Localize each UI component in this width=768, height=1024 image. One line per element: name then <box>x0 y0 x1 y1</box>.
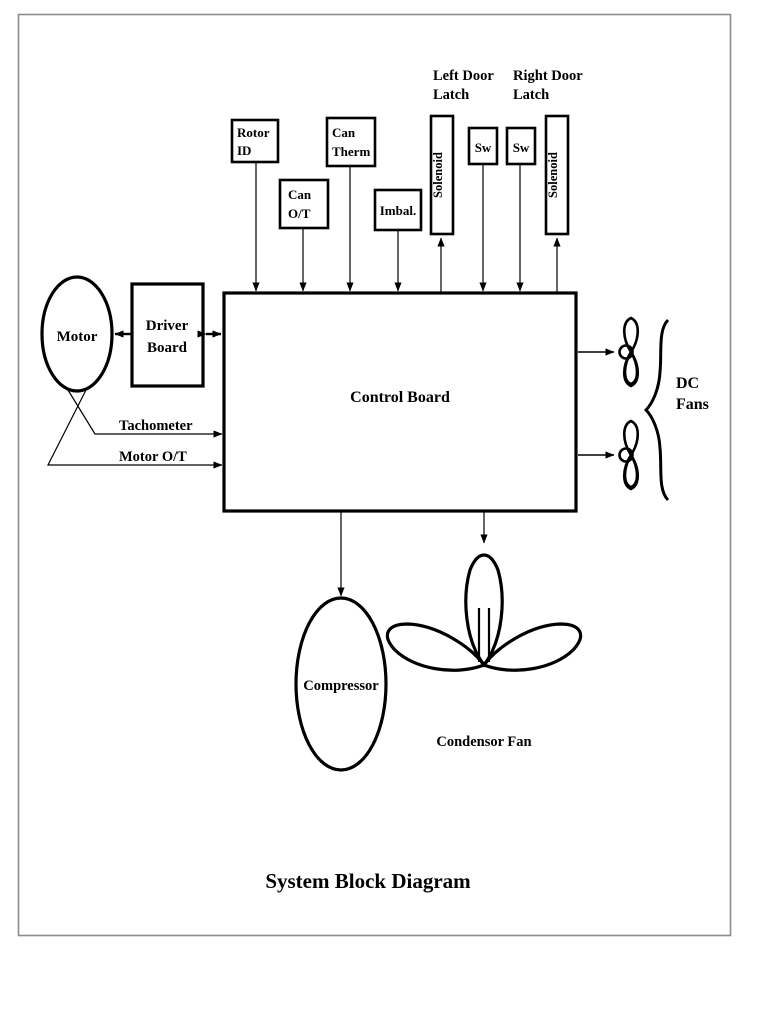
condensor-fan-label: Condensor Fan <box>436 734 531 750</box>
sensor-box-right-solenoid[interactable]: Solenoid <box>544 114 570 236</box>
sensor-box-left-solenoid[interactable]: Solenoid <box>429 114 455 236</box>
motor-label: Motor <box>57 329 98 345</box>
sensor-box-can-ot[interactable]: Can O/T <box>278 178 330 230</box>
sensor-box-imbalance[interactable]: Imbal. <box>373 188 423 232</box>
dc-fan-bottom-icon <box>618 419 640 491</box>
sensor-left-switch-label: Sw <box>475 140 492 155</box>
left-door-latch-line1: Left Door <box>433 68 494 84</box>
sensor-rotor-id-line1: Rotor <box>237 125 270 140</box>
right-door-latch-line2: Latch <box>513 87 549 103</box>
dc-fans-label-line1: DC <box>676 375 699 392</box>
motor[interactable]: Motor <box>40 275 114 393</box>
sensor-right-switch-label: Sw <box>513 140 530 155</box>
sensor-left-solenoid-label: Solenoid <box>431 152 445 198</box>
sensor-box-left-switch[interactable]: Sw <box>467 126 499 166</box>
group-label-right-door-latch: Right Door Latch <box>513 68 583 103</box>
driver-board[interactable]: Driver Board <box>130 282 205 388</box>
sensor-can-therm-line2: Therm <box>332 144 370 159</box>
motor-feedback-lines <box>47 389 223 469</box>
dc-fans-label-line2: Fans <box>676 396 709 413</box>
control-board-label: Control Board <box>350 389 450 406</box>
sensor-right-solenoid-label: Solenoid <box>546 152 560 198</box>
condensor-fan-icon[interactable] <box>385 553 583 672</box>
control-board[interactable]: Control Board <box>222 291 578 513</box>
feedback-label-tachometer: Tachometer <box>119 418 193 434</box>
sensor-box-can-therm[interactable]: Can Therm <box>325 116 377 168</box>
sensor-imbalance-label: Imbal. <box>380 203 416 218</box>
dc-fans-brace <box>643 318 670 502</box>
feedback-path-motor-ot <box>47 389 223 469</box>
feedback-label-motor-ot: Motor O/T <box>119 449 187 465</box>
sensor-can-ot-line2: O/T <box>288 206 311 221</box>
group-label-left-door-latch: Left Door Latch <box>433 68 494 103</box>
page-title: System Block Diagram <box>265 869 471 893</box>
feedback-path-tachometer <box>67 389 223 438</box>
sensor-box-right-switch[interactable]: Sw <box>505 126 537 166</box>
driver-board-line1: Driver <box>146 318 189 334</box>
driver-board-line2: Board <box>147 340 188 356</box>
sensor-connector-lines <box>252 162 561 293</box>
right-door-latch-line1: Right Door <box>513 68 583 84</box>
sensor-rotor-id-line2: ID <box>237 143 251 158</box>
dc-fan-top-icon <box>618 316 640 388</box>
compressor[interactable]: Compressor <box>294 596 388 772</box>
sensor-can-therm-line1: Can <box>332 125 356 140</box>
left-door-latch-line2: Latch <box>433 87 469 103</box>
compressor-label: Compressor <box>303 678 379 694</box>
sensor-can-ot-line1: Can <box>288 187 312 202</box>
sensor-box-rotor-id[interactable]: Rotor ID <box>230 118 280 164</box>
